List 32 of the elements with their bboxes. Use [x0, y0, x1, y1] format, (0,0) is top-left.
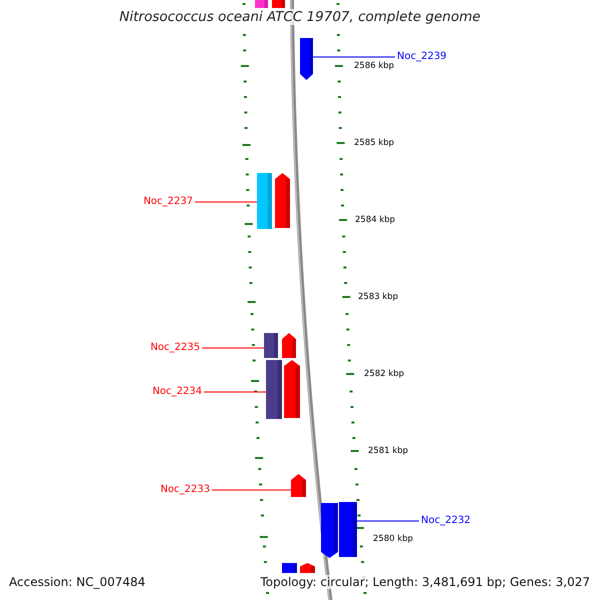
- gene-feature: [266, 360, 282, 419]
- accession-text: Accession: NC_007484: [9, 575, 146, 589]
- gene-feature: [321, 503, 338, 558]
- gene-feature: [255, 0, 268, 8]
- gene-feature: [275, 173, 290, 228]
- scale-label: 2582 kbp: [364, 369, 404, 379]
- gene-feature: [300, 38, 313, 80]
- leader-line: [356, 520, 420, 522]
- genome-info-text: Topology: circular; Length: 3,481,691 bp; Genes: 3,027: [260, 575, 590, 589]
- gene-feature: [284, 360, 300, 418]
- gene-feature: [264, 333, 278, 358]
- scale-label: 2580 kbp: [373, 534, 414, 544]
- gene-feature: [291, 474, 306, 497]
- gene-feature: [282, 333, 296, 358]
- scale-label: 2581 kbp: [368, 446, 408, 456]
- gene-feature: [339, 502, 357, 557]
- gene-label: Noc_2239: [397, 51, 447, 63]
- scale-label: 2586 kbp: [354, 61, 394, 71]
- scale-label: 2584 kbp: [355, 215, 396, 225]
- map-title: Nitrosococcus oceani ATCC 19707, complete genome: [119, 9, 481, 25]
- gene-label: Noc_2237: [143, 196, 193, 208]
- gene-label: Noc_2234: [152, 386, 202, 398]
- gene-feature: [282, 563, 297, 573]
- gene-feature: [257, 173, 272, 229]
- leader-line: [312, 56, 396, 58]
- gene-label: Noc_2233: [160, 484, 210, 496]
- gene-label: Noc_2235: [150, 342, 200, 354]
- gene-label: Noc_2232: [421, 515, 471, 527]
- scale-label: 2585 kbp: [354, 138, 394, 148]
- gene-feature: [272, 0, 285, 8]
- gene-feature: [300, 563, 315, 573]
- scale-label: 2583 kbp: [358, 292, 398, 302]
